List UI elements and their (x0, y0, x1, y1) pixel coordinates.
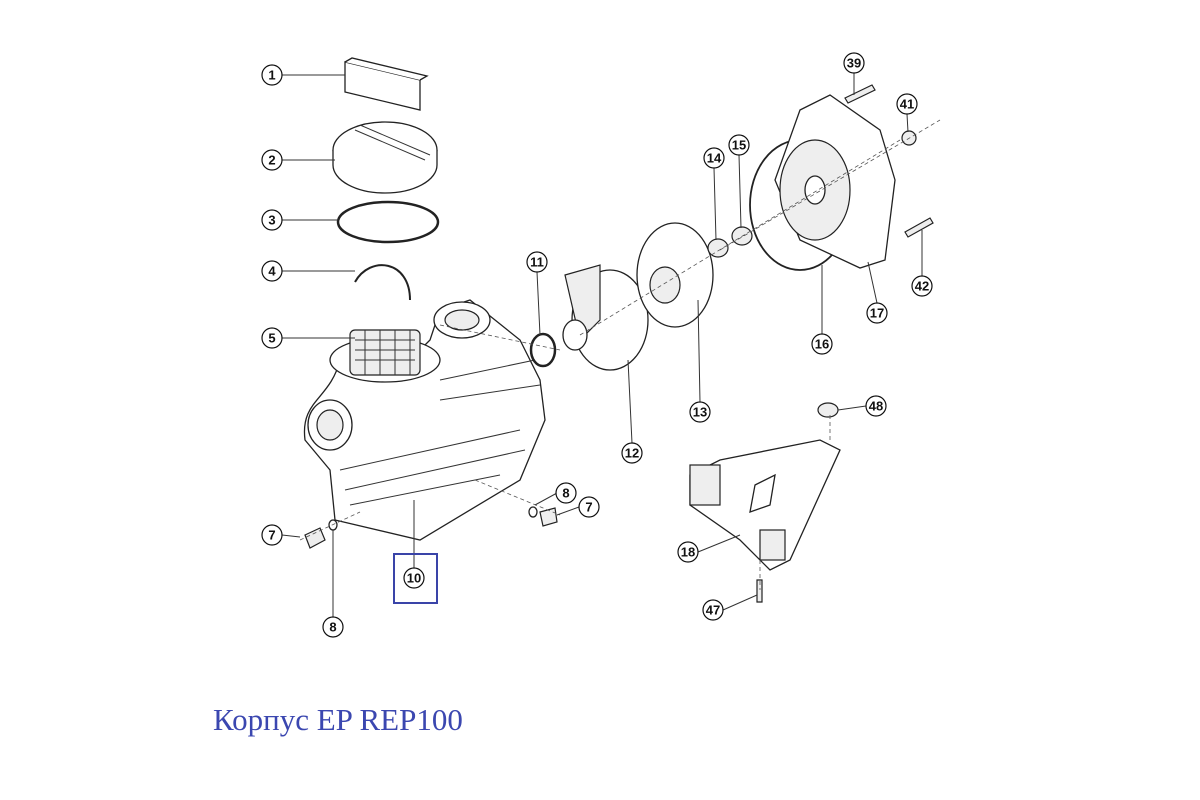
svg-text:3: 3 (268, 213, 275, 228)
callout-8-right: 8 (555, 482, 577, 504)
callout-42: 42 (911, 275, 933, 297)
callout-13: 13 (689, 401, 711, 423)
callout-16: 16 (811, 333, 833, 355)
callout-17: 17 (866, 302, 888, 324)
callout-2: 2 (261, 149, 283, 171)
callout-14: 14 (703, 147, 725, 169)
callout-5: 5 (261, 327, 283, 349)
svg-text:5: 5 (268, 331, 275, 346)
svg-text:12: 12 (625, 446, 639, 461)
callout-11: 11 (526, 251, 548, 273)
svg-text:41: 41 (900, 97, 914, 112)
svg-text:7: 7 (585, 500, 592, 515)
part-47-screw (756, 579, 763, 603)
diagram-caption: Корпус EP REP100 (213, 702, 463, 737)
part-10-pump-body (303, 299, 546, 541)
callout-7-right: 7 (578, 496, 600, 518)
svg-text:2: 2 (268, 153, 275, 168)
svg-text:17: 17 (870, 306, 884, 321)
callout-8-bottom: 8 (322, 616, 344, 638)
part-3-o-ring (336, 200, 440, 244)
part-11-o-ring (529, 332, 557, 368)
part-17-motor-flange (774, 94, 896, 269)
svg-text:13: 13 (693, 405, 707, 420)
part-18-base (689, 439, 841, 571)
svg-text:15: 15 (732, 138, 746, 153)
svg-text:4: 4 (268, 264, 276, 279)
part-13-impeller (636, 222, 714, 328)
svg-text:16: 16 (815, 337, 829, 352)
callout-12: 12 (621, 442, 643, 464)
part-42-bolt (904, 217, 934, 238)
svg-text:11: 11 (530, 255, 544, 270)
part-8-o-ring-right (528, 506, 538, 518)
part-7-drain-plug-right (539, 507, 558, 527)
svg-text:42: 42 (915, 279, 929, 294)
part-2-lid (332, 121, 438, 194)
svg-text:48: 48 (869, 399, 883, 414)
part-1-handle (344, 57, 429, 111)
part-48-bushing (817, 402, 839, 418)
callout-18: 18 (677, 541, 699, 563)
callout-4: 4 (261, 260, 283, 282)
callout-41: 41 (896, 93, 918, 115)
svg-text:1: 1 (268, 68, 275, 83)
part-4-clip (354, 264, 411, 301)
svg-text:14: 14 (707, 151, 722, 166)
part-12-diffuser (562, 264, 649, 371)
callout-3: 3 (261, 209, 283, 231)
svg-text:8: 8 (562, 486, 569, 501)
callout-7-left: 7 (261, 524, 283, 546)
svg-text:39: 39 (847, 56, 861, 71)
callout-47: 47 (702, 599, 724, 621)
callout-39: 39 (843, 52, 865, 74)
highlight-box-part-10 (393, 553, 438, 604)
callout-10: 10 (403, 567, 425, 589)
callout-15: 15 (728, 134, 750, 156)
svg-text:8: 8 (329, 620, 336, 635)
callout-48: 48 (865, 395, 887, 417)
part-14-seal (707, 238, 729, 258)
svg-text:7: 7 (268, 528, 275, 543)
part-7-drain-plug-left (304, 527, 326, 549)
svg-text:10: 10 (407, 571, 421, 586)
callout-1: 1 (261, 64, 283, 86)
svg-text:47: 47 (706, 603, 720, 618)
part-39-bolt (844, 84, 876, 104)
svg-text:18: 18 (681, 545, 695, 560)
